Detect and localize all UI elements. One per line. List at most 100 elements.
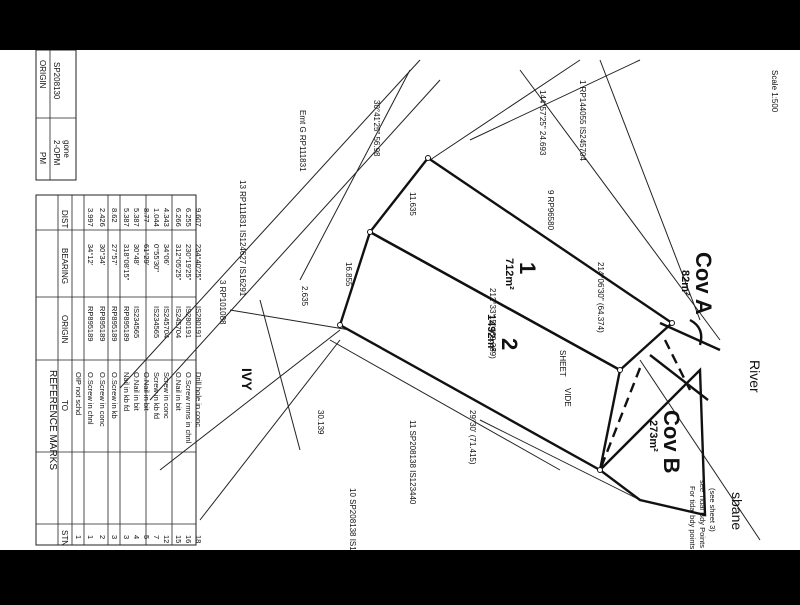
- road-name: Emt G RP111831: [298, 110, 307, 172]
- label-vide: VIDE: [563, 388, 572, 407]
- row-2-bearing: 34°12': [86, 244, 95, 266]
- row-2-to: O.Screw in chnl: [86, 372, 95, 425]
- river-label: River: [747, 360, 763, 393]
- row-12-dist: 9.607: [194, 208, 203, 227]
- row-10-dist: 6.266: [174, 208, 183, 227]
- row-3-bearing: 30°34': [98, 244, 107, 266]
- row-7-dist: 8.77: [142, 208, 151, 223]
- row-10-bearing: 312°05'25": [174, 244, 183, 281]
- dim-9: 2.635: [300, 286, 309, 307]
- row-7-bearing: 61°29': [142, 244, 151, 266]
- pm-origin-value: SP208130: [52, 62, 61, 100]
- row-11-stn: 16: [184, 535, 193, 543]
- col-to: TO: [60, 400, 69, 411]
- dim-3: 214°06'30" (64.374): [596, 262, 605, 333]
- bottom-black-band: [0, 550, 800, 600]
- sbane-label: sbane: [729, 492, 745, 530]
- row-11-to: O.Screw rmns in chnl: [184, 372, 193, 444]
- cov-a-area: 82m²: [679, 270, 691, 296]
- row-10-origin: IS245704: [174, 306, 183, 338]
- dim-6: 30.139: [316, 410, 325, 435]
- row-4-stn: 3: [110, 535, 119, 539]
- row-6-dist: 5.387: [132, 208, 141, 227]
- scale-label: Scale 1:500: [770, 70, 779, 113]
- row-7-stn: 5: [142, 535, 151, 539]
- row-11-bearing: 230°19'25": [184, 244, 193, 281]
- table-rows: OIP not schd 1 3.997 34°12' RP895189 O.S…: [74, 208, 203, 543]
- cov-b-area: 273m²: [647, 420, 659, 452]
- lot-9-ref: 9 RP96580: [546, 190, 555, 231]
- row-8-stn: 7: [152, 535, 161, 539]
- row-9-origin: IS245704: [162, 306, 171, 338]
- cov-a-leader: [689, 318, 703, 346]
- row-2-origin: RP895189: [86, 306, 95, 341]
- row-6-origin: IS234565: [132, 306, 141, 338]
- row-1-to: OIP not schd: [74, 372, 83, 415]
- row-8-bearing: 0°55'30": [152, 244, 161, 272]
- lot-2-area: 1492m²: [485, 314, 497, 352]
- row-9-stn: 12: [162, 535, 171, 543]
- row-2-stn: 1: [86, 535, 95, 539]
- tidal-note-1: For tidal bdy points A–D: [688, 486, 697, 566]
- dim-8: 30°41'25" 56.98: [372, 100, 381, 157]
- row-10-to: O.Nail in bit: [174, 372, 183, 412]
- row-12-bearing: 234°40'25": [194, 244, 203, 281]
- dim-1: 11.635: [408, 192, 417, 216]
- cov-b-dashed-line: [598, 367, 642, 471]
- row-8-origin: IS234565: [152, 306, 161, 338]
- row-1-stn: 1: [74, 535, 83, 539]
- pm-value-2: gone: [62, 140, 71, 158]
- tidal-note-2: see Tidal Bdy Points Table: [698, 480, 707, 568]
- dim-7: 144°57'25" 24.693: [538, 90, 547, 156]
- cov-a-dashed-line: [663, 339, 692, 391]
- dim-4: 212°33'15" (69.269): [488, 288, 497, 359]
- lot-2-boundary: [338, 230, 622, 472]
- cov-b-label: Cov B: [659, 410, 684, 474]
- cov-b-boundary: [598, 367, 707, 517]
- row-8-dist: 1.044: [152, 208, 161, 227]
- lots: [337, 155, 721, 517]
- plan-labels: 1 712m² 2 1492m² Cov A 82m² Cov B 273m² …: [218, 70, 779, 574]
- row-9-bearing: 34°06': [162, 244, 171, 266]
- row-4-dist: 8.62: [110, 208, 119, 223]
- row-5-origin: RP895189: [122, 306, 131, 341]
- row-3-stn: 2: [98, 535, 107, 539]
- row-12-to: Drill hole in conc: [194, 372, 203, 427]
- row-5-stn: 3: [122, 535, 131, 539]
- row-4-origin: RP895189: [110, 306, 119, 341]
- row-11-dist: 6.255: [184, 208, 193, 227]
- row-6-stn: 4: [132, 535, 141, 539]
- lot-2-number: 2: [497, 338, 522, 350]
- lot-1-number: 1: [515, 262, 540, 274]
- row-5-bearing: 318°08'15": [122, 244, 131, 281]
- lot-11-ref: 11 SP208138 IS123440: [408, 420, 417, 505]
- pm-value: 2-OPM: [52, 140, 61, 166]
- cov-a-boundary: [649, 354, 709, 401]
- lot-1-ref: 1 RP144055 IS245704: [578, 80, 587, 162]
- lot-3-ref: 3 RP101088: [218, 280, 227, 325]
- col-origin: ORIGIN: [60, 315, 69, 344]
- road-lines: [119, 59, 761, 541]
- row-11-origin: IS280191: [184, 306, 193, 338]
- row-5-to: Nail in kb fd: [122, 372, 131, 411]
- row-12-stn: 18: [194, 535, 203, 543]
- cov-a-label: Cov A: [691, 252, 716, 315]
- row-3-to: O.Screw in conc: [98, 372, 107, 427]
- col-dist: DIST: [60, 210, 69, 228]
- top-black-band: [0, 0, 800, 50]
- table-frame: [35, 194, 197, 546]
- dim-5: 29°30' (71.415): [468, 410, 477, 465]
- label-sheet: SHEET: [558, 350, 567, 377]
- row-9-to: Screw in conc: [162, 372, 171, 419]
- row-8-to: Screw in kb fd: [152, 372, 161, 419]
- table-title: REFERENCE MARKS: [47, 370, 58, 470]
- pm-table: ORIGIN PM SP208130 2-OPM gone: [35, 49, 77, 181]
- row-3-dist: 2.426: [98, 208, 107, 227]
- reference-marks-table: REFERENCE MARKS DIST BEARING ORIGIN TO S…: [35, 194, 203, 546]
- street-ivy: IVY: [239, 368, 255, 391]
- col-bearing: BEARING: [60, 248, 69, 284]
- row-4-bearing: 27°57': [110, 244, 119, 266]
- row-10-stn: 15: [174, 535, 183, 543]
